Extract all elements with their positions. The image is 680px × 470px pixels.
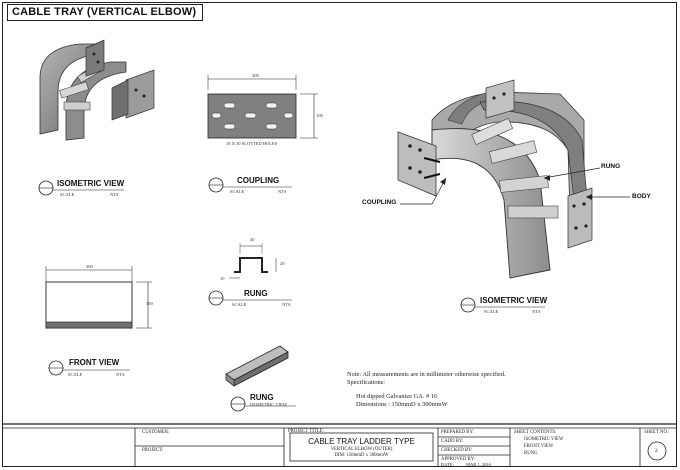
rung-nts: NTS [282, 302, 291, 307]
front-view [45, 266, 152, 329]
tb-sheet-contents-label: SHEET CONTENTS: [514, 430, 557, 435]
rung-dim-flange: 10 [220, 276, 225, 281]
coupling-dim-height: 100 [316, 113, 323, 118]
tb-contents-item: ISOMETRIC VIEW [524, 437, 564, 442]
rung-scale: SCALE [232, 302, 247, 307]
iso-small-label: ISOMETRIC VIEW [57, 179, 125, 188]
iso-small-scale: SCALE [60, 192, 75, 197]
notes-line-2: Specifications: [347, 379, 385, 386]
rung-iso-sub: ISOMETRIC VIEW [250, 402, 288, 407]
tb-main-title: CABLE TRAY LADDER TYPE [308, 437, 415, 446]
tb-project-title-label: PROJECT TITLE: [288, 429, 324, 434]
rung-isometric [225, 345, 289, 387]
rung-dim-top: 40 [250, 237, 255, 242]
iso-small-nts: NTS [110, 192, 119, 197]
tb-date-label: DATE: [441, 462, 454, 467]
coupling-plate [207, 75, 318, 139]
large-isometric-elbow [397, 79, 630, 279]
small-isometric-elbow [39, 39, 155, 141]
tb-sub-dims: DIM: 150mmD x 300mmW [334, 453, 389, 458]
coupling-dim-width: 200 [252, 73, 259, 78]
rung-iso-label: RUNG [250, 393, 274, 402]
tb-customer-label: CUSTOMER: [142, 430, 170, 435]
tb-approved-by: APPROVED BY: [441, 457, 476, 462]
title-block-frame [3, 423, 676, 466]
front-nts: NTS [116, 372, 125, 377]
tb-project-label: PROJECT: [142, 448, 164, 453]
tb-prepared-by: PREPARED BY: [441, 430, 474, 435]
rung-section [229, 243, 277, 279]
front-view-label: FRONT VIEW [69, 358, 120, 367]
tb-sheet-no-label: SHEET NO.: [644, 430, 670, 435]
tb-date-value: MAR 1, 2016 [466, 462, 491, 467]
front-scale: SCALE [68, 372, 83, 377]
coupling-nts: NTS [278, 189, 287, 194]
coupling-label: COUPLING [237, 176, 280, 185]
notes-line-4: Dimensions : 150mmD x 300mmW [356, 401, 448, 408]
iso-large-scale: SCALE [484, 309, 499, 314]
notes-line-1: Note: All measurements are in millimeter… [347, 371, 506, 378]
iso-large-label: ISOMETRIC VIEW [480, 296, 548, 305]
tb-sheet-no: 2 [655, 448, 658, 454]
callout-body: BODY [632, 193, 651, 200]
coupling-scale: SCALE [230, 189, 245, 194]
front-dim-height: 150 [146, 301, 153, 306]
iso-large-nts: NTS [532, 309, 541, 314]
tb-checked-by: CHECKED BY: [441, 448, 473, 453]
drawing-title: CABLE TRAY (VERTICAL ELBOW) [7, 4, 204, 21]
callout-rung: RUNG [601, 163, 621, 170]
tb-cadd-by: CADD BY: [441, 439, 464, 444]
coupling-holes-note: 18 X 30 SLOTTED HOLES [226, 141, 278, 146]
notes-line-3: Hot dipped Galvanize GA. # 16 [356, 393, 438, 400]
tb-contents-item: RUNG [524, 451, 538, 456]
tb-sub-title: VERTICAL ELBOW (OUTER) [330, 447, 393, 452]
front-dim-width: 300 [86, 264, 93, 269]
tb-contents-item: FRONT VIEW [524, 444, 554, 449]
callout-coupling: COUPLING [362, 199, 397, 206]
rung-section-label: RUNG [244, 289, 268, 298]
rung-dim-side: 20 [280, 261, 285, 266]
